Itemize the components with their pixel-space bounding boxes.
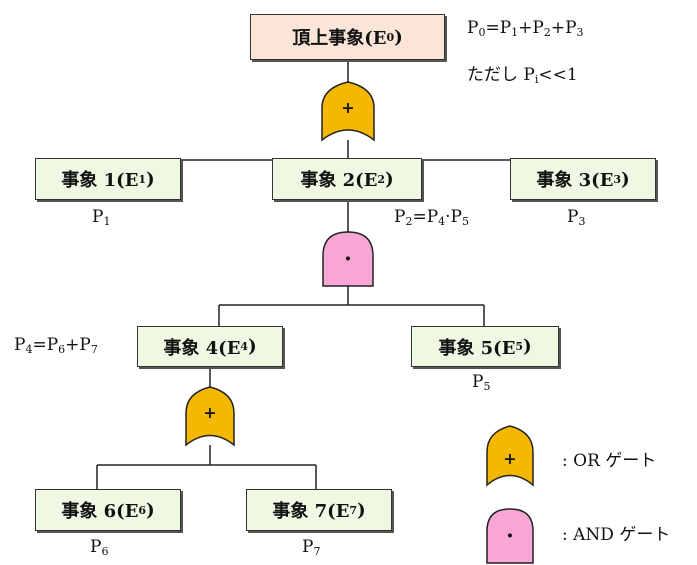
event-1-prob: P1 bbox=[92, 207, 111, 228]
and-gate-icon: · bbox=[322, 231, 374, 287]
condition-note: ただし Pi<<1 bbox=[467, 65, 578, 86]
or-gate-lower-symbol: + bbox=[203, 403, 216, 422]
top-formula: P0=P1+P2+P3 bbox=[467, 18, 584, 39]
p2-formula: P2=P4·P5 bbox=[394, 207, 469, 228]
or-gate-lower-icon: + bbox=[185, 386, 235, 447]
legend-or-label: : OR ゲート bbox=[562, 451, 657, 471]
legend-and-label: : AND ゲート bbox=[562, 525, 671, 545]
p4-formula: P4=P6+P7 bbox=[14, 335, 98, 356]
or-gate-top-icon: + bbox=[321, 81, 375, 142]
event-6-prob: P6 bbox=[90, 537, 109, 558]
legend-or-gate-icon: + bbox=[486, 425, 534, 487]
and-gate-symbol: · bbox=[344, 246, 352, 272]
or-gate-top-symbol: + bbox=[341, 98, 354, 117]
legend-and-gate-icon: · bbox=[486, 508, 534, 564]
legend-and-symbol: · bbox=[506, 523, 514, 549]
event-3-prob: P3 bbox=[567, 207, 586, 228]
event-5-prob: P5 bbox=[472, 372, 491, 393]
legend-or-symbol: + bbox=[503, 449, 516, 468]
event-7-prob: P7 bbox=[302, 537, 321, 558]
top-event-label: 頂上事象(E bbox=[292, 28, 387, 49]
